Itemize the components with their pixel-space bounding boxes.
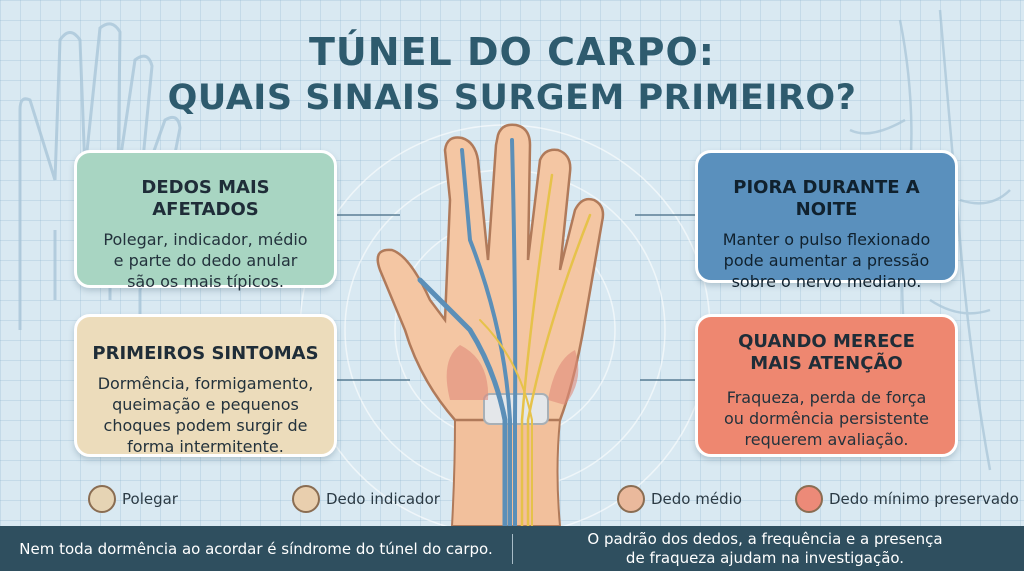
legend-little-swatch	[795, 485, 823, 513]
legend-index: Dedo indicador	[292, 484, 440, 514]
card-attention-heading-line: QUANDO MERECE	[738, 331, 915, 352]
card-night-line: sobre o nervo mediano.	[731, 272, 922, 291]
hypothenar-muscle	[548, 350, 579, 405]
legend-thumb: Polegar	[88, 484, 178, 514]
card-symptoms-line: Dormência, formigamento,	[97, 374, 314, 393]
card-fingers-line: e parte do dedo anular	[113, 251, 298, 270]
card-night-line: pode aumentar a pressão	[723, 251, 930, 270]
card-attention-heading-line: MAIS ATENÇÃO	[750, 353, 903, 374]
legend-middle: Dedo médio	[617, 484, 742, 514]
footer-right-line: de fraqueza ajudam na investigação.	[625, 549, 905, 567]
card-fingers-line: são os mais típicos.	[127, 272, 284, 291]
card-attention-line: Fraqueza, perda de força	[726, 388, 927, 407]
median-nerve-paths	[417, 138, 592, 529]
legend-thumb-swatch	[88, 485, 116, 513]
card-fingers-affected: DEDOS MAIS AFETADOS Polegar, indicador, …	[74, 150, 337, 291]
legend-middle-swatch	[617, 485, 645, 513]
card-attention-line: requerem avaliação.	[744, 430, 909, 449]
page-title: TÚNEL DO CARPO:	[309, 30, 715, 74]
legend-little-label: Dedo mínimo preservado	[829, 490, 1019, 508]
card-worse-at-night: PIORA DURANTE A NOITE Manter o pulso fle…	[695, 150, 958, 291]
thenar-muscle	[446, 345, 489, 400]
card-attention-heading: QUANDO MERECE MAIS ATENÇÃO	[708, 331, 945, 375]
card-symptoms-line: choques podem surgir de	[103, 416, 308, 435]
footer-left-note: Nem toda dormência ao acordar é síndrome…	[19, 540, 493, 558]
card-symptoms-heading: PRIMEIROS SINTOMAS	[92, 343, 319, 364]
card-night-heading: PIORA DURANTE A NOITE	[733, 177, 920, 220]
card-symptoms-line: queimação e pequenos	[112, 395, 299, 414]
footer-right-line: O padrão dos dedos, a frequência e a pre…	[587, 530, 943, 548]
card-symptoms-body: Dormência, formigamento, queimação e peq…	[87, 373, 324, 457]
card-night-line: Manter o pulso flexionado	[722, 230, 931, 249]
footer-bar: Nem toda dormência ao acordar é síndrome…	[0, 526, 1024, 571]
card-attention-line: ou dormência persistente	[723, 409, 930, 428]
legend-little: Dedo mínimo preservado	[795, 484, 1019, 514]
legend-thumb-label: Polegar	[122, 490, 178, 508]
legend-index-label: Dedo indicador	[326, 490, 440, 508]
footer-right-note: O padrão dos dedos, a frequência e a pre…	[530, 530, 1000, 568]
page-subtitle: QUAIS SINAIS SURGEM PRIMEIRO?	[167, 78, 857, 118]
legend-middle-label: Dedo médio	[651, 490, 742, 508]
connector-lines	[337, 214, 695, 381]
legend-index-swatch	[292, 485, 320, 513]
footer-divider	[512, 534, 513, 564]
card-first-symptoms: PRIMEIROS SINTOMAS Dormência, formigamen…	[74, 314, 337, 457]
card-night-body: Manter o pulso flexionado pode aumentar …	[708, 229, 945, 292]
card-fingers-line: Polegar, indicador, médio	[103, 230, 308, 249]
card-symptoms-line: forma intermitente.	[127, 437, 284, 456]
card-fingers-heading: DEDOS MAIS AFETADOS	[141, 177, 270, 220]
card-needs-attention: QUANDO MERECE MAIS ATENÇÃO Fraqueza, per…	[695, 314, 958, 457]
card-fingers-body: Polegar, indicador, médio e parte do ded…	[87, 229, 324, 292]
card-attention-body: Fraqueza, perda de força ou dormência pe…	[708, 387, 945, 450]
